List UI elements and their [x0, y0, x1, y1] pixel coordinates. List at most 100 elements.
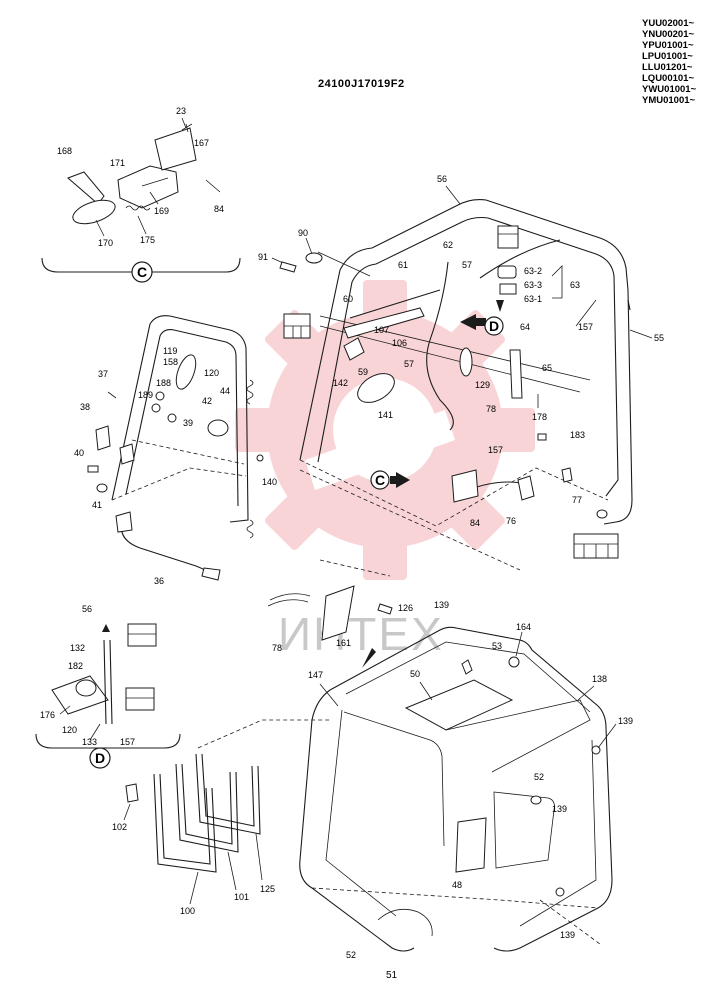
rod-132b	[109, 639, 113, 725]
grommet-52a	[530, 795, 542, 805]
callout-c-badge	[370, 470, 390, 490]
decal-d-bottom	[125, 687, 155, 711]
watermark	[235, 280, 535, 580]
leader-157a	[575, 299, 597, 327]
part-label-164: 164	[516, 622, 531, 632]
screw-39	[167, 413, 177, 423]
body-left-outline	[299, 689, 415, 952]
part-label-133: 133	[82, 737, 97, 747]
side-window-139	[493, 791, 555, 869]
cable-62	[426, 261, 454, 431]
part-label-52: 52	[346, 950, 356, 960]
step-52	[377, 908, 433, 937]
leader-169	[149, 191, 159, 205]
knob-42	[207, 419, 229, 437]
part-label-175: 175	[140, 235, 155, 245]
callout-d-letter: D	[489, 318, 499, 334]
window-spring-44	[246, 379, 254, 405]
cab-frame-inner	[317, 216, 615, 463]
latch-plate-part	[154, 127, 197, 171]
part-label-52: 52	[534, 772, 544, 782]
cab-frame-outline	[299, 199, 629, 461]
seal-strip-161	[321, 585, 355, 641]
part-label-57: 57	[462, 260, 472, 270]
leader-138	[577, 685, 595, 701]
part-label-39: 39	[183, 418, 193, 428]
callout-d-badge	[484, 316, 504, 336]
part-label-76: 76	[506, 516, 516, 526]
rear-line	[539, 899, 601, 945]
serial-range: LLU01201~	[642, 62, 693, 73]
roof-panel-50	[404, 679, 514, 731]
cable-57	[479, 239, 561, 279]
leader-56a	[445, 185, 461, 205]
cab-frame-right-pillar	[603, 289, 633, 525]
detail-view-d: D	[35, 623, 181, 769]
part-label-157: 157	[120, 737, 135, 747]
part-label-139: 139	[618, 716, 633, 726]
indicator-arrow	[362, 648, 376, 668]
part-label-63-2: 63-2	[524, 266, 542, 276]
bracket-plate-part	[117, 165, 179, 209]
strip-78b	[267, 593, 311, 607]
part-label-119: 119	[163, 346, 177, 356]
page-number: 51	[386, 970, 398, 981]
mid-beam-2	[319, 325, 581, 393]
part-label-36: 36	[154, 576, 164, 586]
callout-arrow-c	[390, 472, 410, 488]
serial-range: YMU01001~	[642, 95, 696, 106]
part-label-59: 59	[358, 367, 368, 377]
body-left-inner	[325, 709, 397, 917]
part-label-101: 101	[234, 892, 249, 902]
serial-range: YNU00201~	[642, 29, 694, 40]
clamp-36	[115, 511, 133, 533]
bracket-129	[459, 347, 473, 377]
part-label-183: 183	[570, 430, 585, 440]
window-frame-inner	[125, 329, 239, 507]
part-label-60: 60	[343, 294, 353, 304]
window-latch-bar	[131, 439, 245, 465]
view-c-badge	[131, 261, 153, 283]
leader-55	[629, 329, 653, 339]
part-label-91: 91	[258, 252, 268, 262]
part-label-132: 132	[70, 643, 85, 653]
part-label-139: 139	[434, 600, 449, 610]
part-label-178: 178	[532, 412, 547, 422]
leader-84a	[205, 179, 221, 193]
pin-part	[141, 177, 169, 187]
seal-frame-100-inner	[159, 773, 211, 865]
leader-125	[255, 833, 263, 881]
grommet-55	[627, 299, 631, 311]
part-label-168: 168	[57, 146, 72, 156]
rod-132	[103, 639, 107, 725]
body-bottom	[311, 887, 599, 909]
part-label-40: 40	[74, 448, 84, 458]
part-label-56: 56	[82, 604, 92, 614]
body-right-inner	[519, 739, 597, 927]
cab-frame-right-inner	[605, 275, 619, 497]
lever-handle-part	[67, 171, 105, 205]
bolt-37	[107, 391, 117, 399]
cap-164	[508, 656, 520, 668]
serial-ranges: YUU02001~ YNU00201~ YPU01001~ LPU01001~ …	[642, 18, 697, 106]
cable-36	[120, 521, 213, 575]
part-label-23: 23	[176, 106, 186, 116]
part-label-125: 125	[260, 884, 275, 894]
serial-range: LPU01001~	[642, 51, 693, 62]
cab-frame-lower	[299, 469, 521, 571]
part-label-129: 129	[475, 380, 490, 390]
part-label-189: 189	[138, 390, 153, 400]
lamp-63-base	[499, 283, 517, 295]
part-label-44: 44	[220, 386, 230, 396]
warning-decal-top	[497, 225, 519, 249]
detail-d-bracket-arc	[35, 733, 181, 749]
pin-140	[256, 454, 264, 462]
rod-61	[349, 289, 441, 319]
handle-158	[175, 354, 197, 390]
roof-glass-138	[445, 699, 591, 773]
screw-188	[155, 391, 165, 401]
part-label-84: 84	[214, 204, 224, 214]
part-label-48: 48	[452, 880, 462, 890]
part-label-161: 161	[336, 638, 351, 648]
cap-183	[537, 433, 547, 441]
